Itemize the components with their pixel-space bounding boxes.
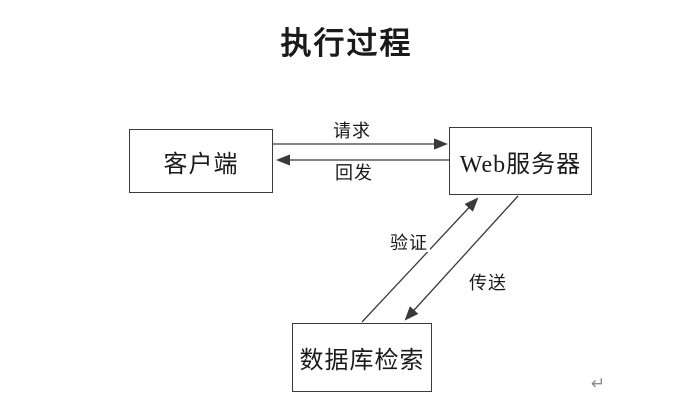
node-database: 数据库检索 [292,323,432,392]
node-client-label: 客户端 [163,151,239,178]
return-mark-icon: ↵ [591,374,606,394]
node-web-server-label: Web服务器 [459,151,582,178]
edge-request-label: 请求 [331,121,373,141]
node-client: 客户端 [129,129,273,193]
edge-postback-label: 回发 [333,163,375,183]
node-database-label: 数据库检索 [299,348,425,374]
page-title: 执行过程 [280,26,413,61]
node-web-server: Web服务器 [449,127,592,195]
edge-verify-arrow [361,197,479,323]
edge-transfer-arrow [404,195,519,321]
edge-verify-label: 验证 [388,233,430,253]
edge-transfer-label: 传送 [467,273,509,293]
